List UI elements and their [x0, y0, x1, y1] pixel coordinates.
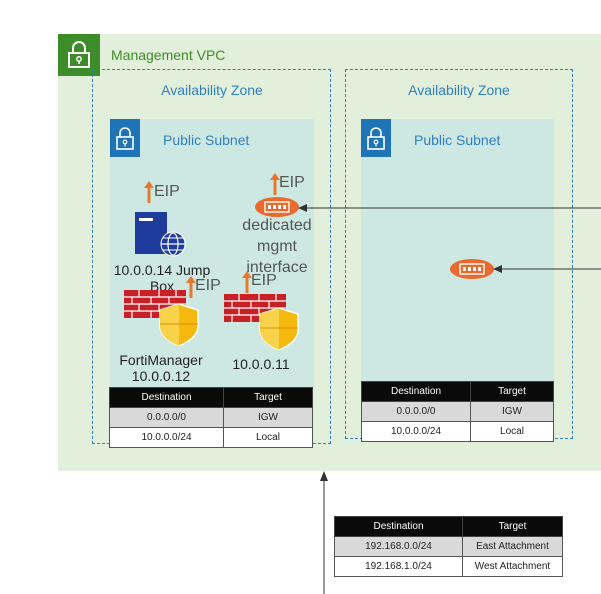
table-row: 192.168.0.0/24 East Attachment [334, 536, 563, 557]
firewall-shield-icon [124, 290, 200, 351]
eip-label: EIP [195, 277, 221, 294]
table-row: 0.0.0.0/0 IGW [109, 407, 313, 428]
route-target: Local [470, 421, 554, 442]
eip-label: EIP [251, 272, 277, 289]
network-interface-icon [449, 258, 495, 285]
route-table-header-target: Target [470, 381, 554, 402]
route-table-header-destination: Destination [109, 387, 224, 408]
route-destination: 0.0.0.0/0 [109, 407, 224, 428]
route-table-header-target: Target [462, 516, 563, 537]
route-destination: 10.0.0.0/24 [361, 421, 471, 442]
route-target: East Attachment [462, 536, 563, 557]
table-row: 10.0.0.0/24 Local [109, 427, 313, 448]
eip-label: EIP [154, 183, 180, 200]
public-subnet-right [361, 119, 554, 384]
route-target: West Attachment [462, 556, 563, 577]
eip-arrow-icon [270, 173, 280, 200]
table-row: 192.168.1.0/24 West Attachment [334, 556, 563, 577]
eip-arrow-icon [242, 271, 252, 298]
az-left-title: Availability Zone [161, 82, 263, 98]
subnet-lock-icon [361, 119, 391, 157]
subnet-right-title: Public Subnet [414, 132, 501, 148]
route-destination: 0.0.0.0/0 [361, 401, 471, 422]
route-table-header-target: Target [223, 387, 313, 408]
firewall2-label: 10.0.0.11 [232, 356, 290, 372]
eip-arrow-icon [144, 181, 154, 208]
route-table-header-destination: Destination [334, 516, 463, 537]
table-row: 10.0.0.0/24 Local [361, 421, 554, 442]
mgmt-interface-label: dedicated mgmt interface [242, 217, 312, 276]
route-target: IGW [223, 407, 313, 428]
fortimanager-label: FortiManager 10.0.0.12 [119, 352, 203, 384]
eip-arrow-icon [186, 276, 196, 303]
route-destination: 192.168.0.0/24 [334, 536, 463, 557]
subnet-lock-icon [110, 119, 140, 157]
subnet-left-title: Public Subnet [163, 132, 250, 148]
route-destination: 10.0.0.0/24 [109, 427, 224, 448]
eip-label: EIP [279, 174, 305, 191]
server-globe-icon [135, 212, 187, 263]
route-table-right: Destination Target 0.0.0.0/0 IGW 10.0.0.… [361, 381, 554, 442]
route-target: IGW [470, 401, 554, 422]
route-target: Local [223, 427, 313, 448]
table-row: 0.0.0.0/0 IGW [361, 401, 554, 422]
az-right-title: Availability Zone [408, 82, 510, 98]
vpc-title: Management VPC [111, 47, 226, 63]
route-table-left: Destination Target 0.0.0.0/0 IGW 10.0.0.… [109, 387, 313, 448]
network-interface-icon [254, 196, 300, 223]
route-table-header-destination: Destination [361, 381, 471, 402]
firewall-shield-icon [224, 294, 300, 355]
route-table-tgw: Destination Target 192.168.0.0/24 East A… [334, 516, 563, 577]
route-destination: 192.168.1.0/24 [334, 556, 463, 577]
